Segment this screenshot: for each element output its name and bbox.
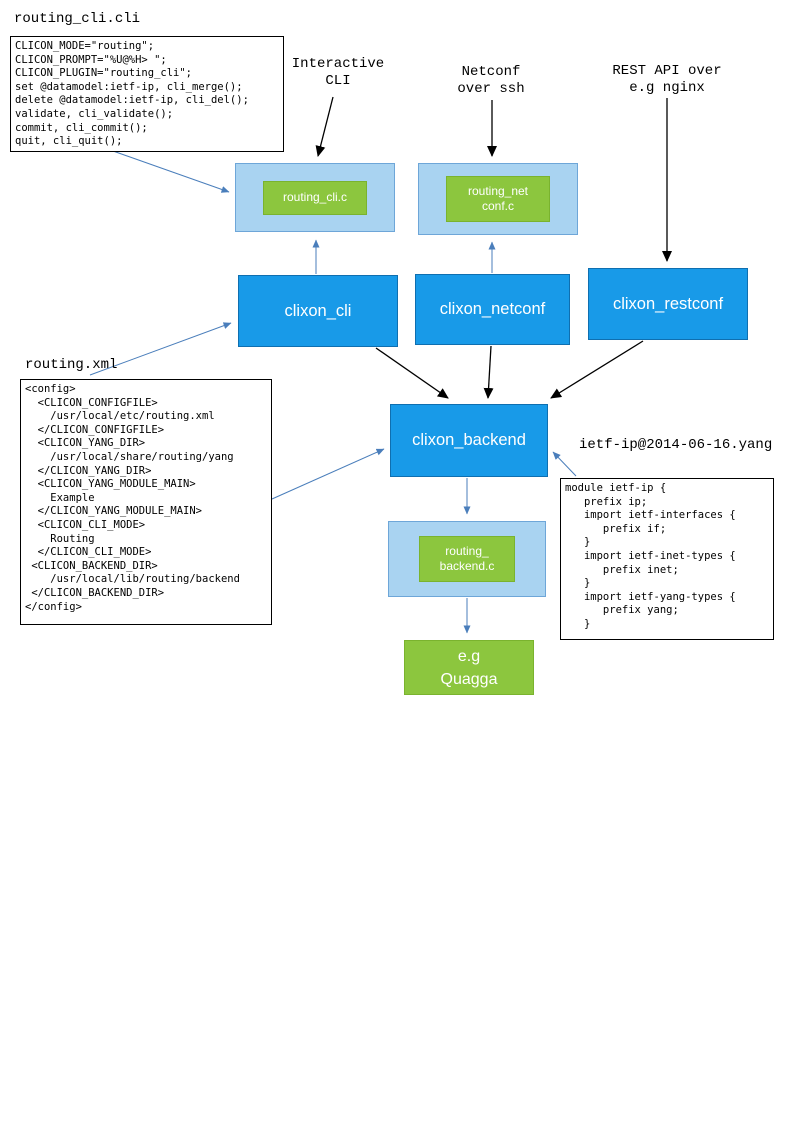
clixon-cli-box: clixon_cli [238,275,398,347]
routing-cli-plugin-box: routing_cli.c [235,163,395,232]
routing-cli-c-label: routing_cli.c [263,180,367,215]
arrow-netconf-to-backend [483,345,494,399]
interactive-cli-label: Interactive CLI [291,56,385,89]
arrow-yang-to-backend [552,451,577,477]
cli-code-box: CLICON_MODE="routing"; CLICON_PROMPT="%U… [10,36,284,152]
clixon-backend-label: clixon_backend [412,431,526,449]
yang-file-title: ietf-ip@2014-06-16.yang [579,437,773,453]
clixon-cli-label: clixon_cli [284,301,352,320]
routing-backend-plugin-box: routing_ backend.c [388,521,546,597]
routing-netconf-c-label: routing_net conf.c [446,176,550,222]
cli-file-title: routing_cli.cli [14,11,141,27]
arrow-restconf-to-backend [550,340,644,399]
clixon-netconf-label: clixon_netconf [439,300,546,318]
arrow-interactive-cli-to-plugin [315,96,334,157]
clixon-backend-box: clixon_backend [390,404,548,477]
netconf-over-ssh-label: Netconf over ssh [457,64,525,97]
rest-api-label: REST API over e.g nginx [612,63,722,96]
quagga-label: e.g Quagga [440,647,498,688]
xml-code-box: <config> <CLICON_CONFIGFILE> /usr/local/… [20,379,272,625]
clixon-netconf-box: clixon_netconf [415,274,570,345]
clixon-restconf-box: clixon_restconf [588,268,748,340]
yang-code-box: module ietf-ip { prefix ip; import ietf-… [560,478,774,640]
xml-file-title: routing.xml [25,357,118,373]
routing-backend-c-label: routing_ backend.c [419,536,515,582]
quagga-box: e.g Quagga [404,640,534,695]
routing-netconf-plugin-box: routing_net conf.c [418,163,578,235]
clixon-restconf-label: clixon_restconf [612,294,724,313]
arrow-cli-to-backend [375,347,449,399]
arrow-xml-to-backend [271,448,385,500]
arrow-clifile-to-cli-plugin [112,150,230,193]
